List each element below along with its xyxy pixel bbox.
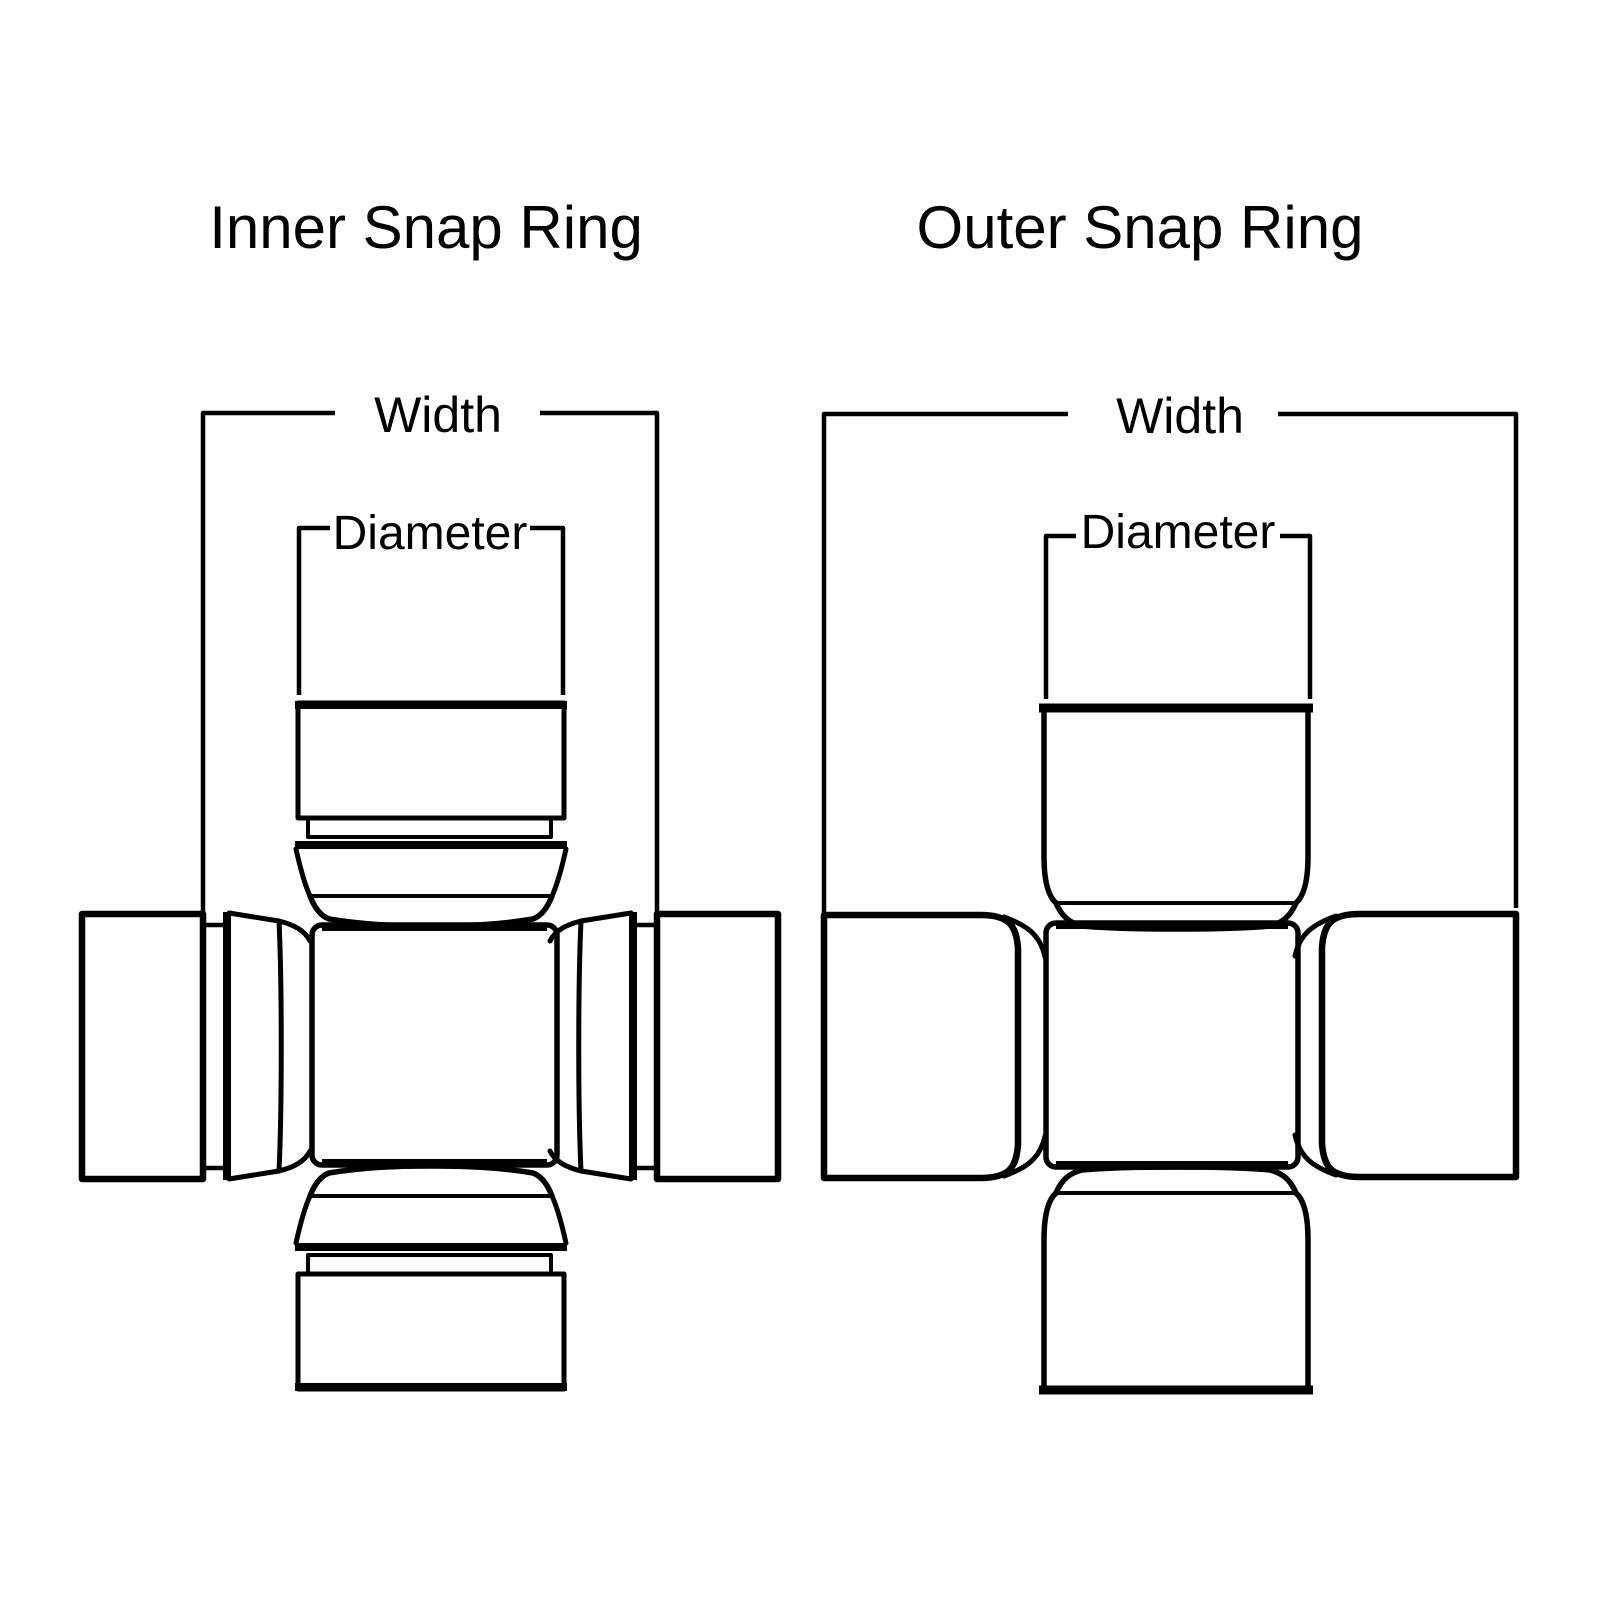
inner-center-body bbox=[309, 922, 560, 1168]
inner-bearing-cap-bottom bbox=[293, 1163, 569, 1392]
inner-bearing-cap-top bbox=[293, 700, 569, 929]
inner-diameter-bracket bbox=[296, 525, 566, 695]
outer-bearing-cap-right bbox=[1292, 910, 1520, 1181]
outer-bearing-cap-left bbox=[820, 911, 1048, 1182]
outer-diagram-title: Outer Snap Ring bbox=[917, 194, 1364, 261]
outer-diameter-label: Diameter bbox=[1081, 506, 1276, 559]
outer-bearing-cap-bottom bbox=[1039, 1164, 1313, 1395]
inner-diameter-label: Diameter bbox=[333, 507, 528, 560]
inner-snap-ring-diagram: Inner Snap Ring Width Diameter bbox=[78, 194, 782, 1392]
inner-bearing-cap-left bbox=[78, 910, 313, 1183]
outer-width-label: Width bbox=[1116, 388, 1244, 444]
outer-center-body bbox=[1043, 920, 1301, 1170]
outer-bearing-cap-top bbox=[1039, 703, 1313, 932]
inner-width-bracket bbox=[200, 410, 660, 914]
outer-snap-ring-diagram: Outer Snap Ring Width Diameter bbox=[820, 194, 1520, 1395]
inner-diagram-title: Inner Snap Ring bbox=[209, 194, 643, 261]
outer-diameter-bracket bbox=[1043, 533, 1313, 699]
inner-bearing-cap-right bbox=[547, 910, 782, 1183]
inner-width-label: Width bbox=[374, 387, 502, 443]
outer-width-bracket bbox=[821, 411, 1519, 913]
